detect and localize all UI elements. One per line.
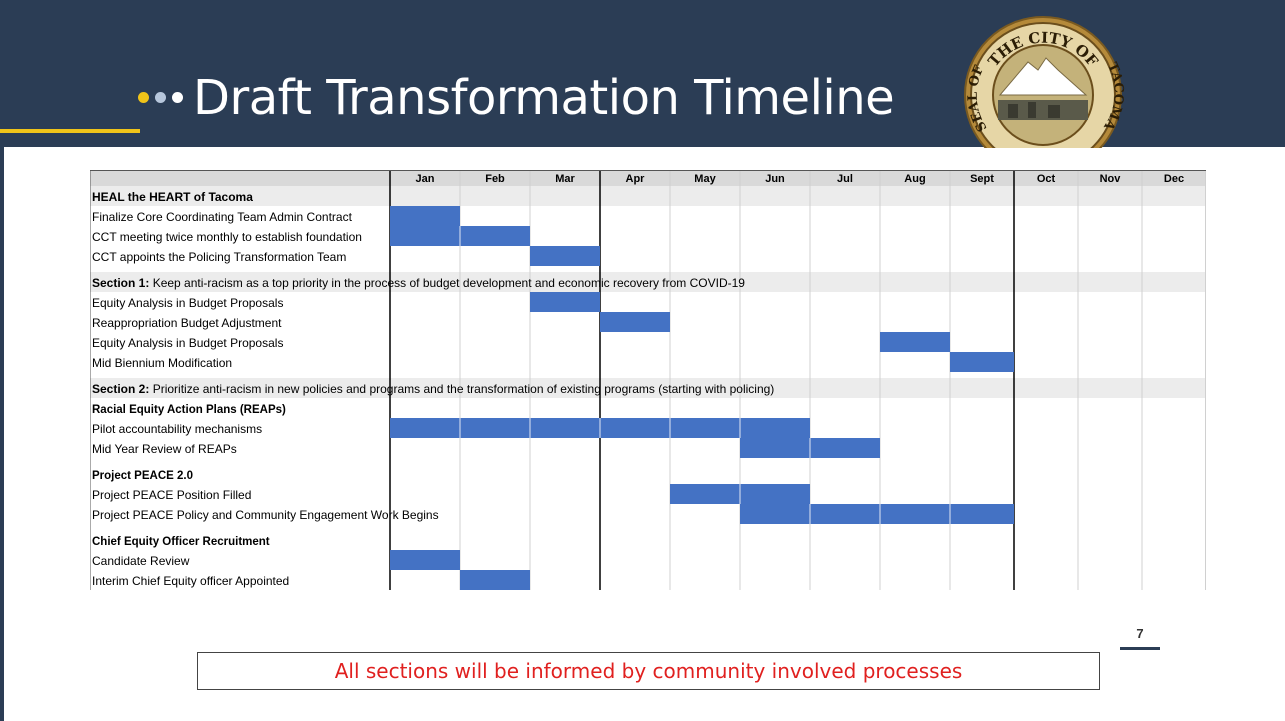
header-underline — [140, 144, 1285, 147]
month-header: Oct — [1037, 173, 1056, 185]
task-label: Equity Analysis in Budget Proposals — [92, 336, 283, 350]
gantt-table: Jan Feb Mar Apr May Jun Jul Aug Sept Oct Nov DecHEA… — [90, 170, 1206, 590]
city-seal-logo: THE CITY OF SEAL OF TACOMA — [958, 0, 1128, 148]
subheading-label: Racial Equity Action Plans (REAPs) — [92, 404, 286, 416]
task-label: Pilot accountability mechanisms — [92, 422, 262, 436]
page-number-underline — [1120, 647, 1160, 650]
month-header: Aug — [904, 173, 925, 185]
section-label: Section 1: Keep anti-racism as a top pri… — [92, 276, 745, 290]
subheading-label: Chief Equity Officer Recruitment — [92, 536, 270, 548]
section-label-bold: Section 2: — [92, 382, 149, 396]
month-header: Nov — [1100, 173, 1122, 185]
month-header: Sept — [970, 173, 994, 185]
footer-note-box: All sections will be informed by communi… — [197, 652, 1100, 690]
section-label-bold: HEAL the HEART of Tacoma — [92, 190, 253, 204]
gantt-bar — [600, 312, 670, 332]
month-header: Jun — [765, 173, 785, 185]
task-label: CCT meeting twice monthly to establish f… — [92, 230, 362, 244]
dot-icon — [138, 92, 149, 103]
section-label: Section 2: Prioritize anti-racism in new… — [92, 382, 774, 396]
gantt-bar — [530, 418, 600, 438]
gantt-bar — [740, 438, 810, 458]
gantt-bar — [810, 438, 880, 458]
section-row — [90, 378, 1206, 398]
gantt-bar — [390, 550, 460, 570]
gantt-bar — [390, 226, 460, 246]
gantt-bar — [530, 292, 600, 312]
task-label: Mid Year Review of REAPs — [92, 442, 237, 456]
task-label: Project PEACE Policy and Community Engag… — [92, 508, 439, 522]
gantt-bar — [390, 418, 460, 438]
task-label: CCT appoints the Policing Transformation… — [92, 250, 346, 264]
section-label-bold: Section 1: — [92, 276, 149, 290]
task-label: Mid Biennium Modification — [92, 356, 232, 370]
gantt-header-row — [90, 170, 1206, 186]
task-label: Interim Chief Equity officer Appointed — [92, 574, 289, 588]
gantt-bar — [460, 418, 530, 438]
task-label: Project PEACE Position Filled — [92, 488, 251, 502]
gantt-bar — [390, 206, 460, 226]
gantt-bar — [880, 332, 950, 352]
month-header: Apr — [626, 173, 646, 185]
dot-icon — [172, 92, 183, 103]
section-row — [90, 272, 1206, 292]
gantt-bar — [740, 484, 810, 504]
task-label: Finalize Core Coordinating Team Admin Co… — [92, 210, 353, 224]
task-label: Candidate Review — [92, 554, 190, 568]
gantt-bar — [950, 352, 1014, 372]
section-label-text: Keep anti-racism as a top priority in th… — [149, 276, 745, 290]
month-header: Jan — [416, 173, 435, 185]
gantt-bar — [460, 226, 530, 246]
task-label: Equity Analysis in Budget Proposals — [92, 296, 283, 310]
subheading-label: Project PEACE 2.0 — [92, 470, 193, 482]
month-header: Mar — [555, 173, 575, 185]
accent-bar — [0, 129, 140, 133]
gantt-bar — [460, 570, 530, 590]
month-header: Feb — [485, 173, 505, 185]
page-number: 7 — [1136, 626, 1144, 641]
section-label: HEAL the HEART of Tacoma — [92, 190, 253, 204]
gantt-bar — [950, 504, 1014, 524]
page-title: Draft Transformation Timeline — [193, 70, 895, 126]
dot-icon — [155, 92, 166, 103]
gantt-bar — [670, 484, 740, 504]
gantt-bar — [670, 418, 740, 438]
gantt-bar — [740, 418, 810, 438]
month-header: May — [694, 173, 716, 185]
footer-note: All sections will be informed by communi… — [334, 659, 963, 683]
gantt-bar — [880, 504, 950, 524]
section-label-text: Prioritize anti-racism in new policies a… — [149, 382, 774, 396]
gantt-bar — [530, 246, 600, 266]
gantt-bar — [600, 418, 670, 438]
title-dots — [138, 92, 183, 103]
task-label: Reappropriation Budget Adjustment — [92, 316, 282, 330]
month-header: Jul — [837, 173, 853, 185]
slide-left-border — [0, 147, 4, 721]
gantt-bar — [810, 504, 880, 524]
gantt-bar — [740, 504, 810, 524]
section-row — [90, 186, 1206, 206]
month-header: Dec — [1164, 173, 1184, 185]
